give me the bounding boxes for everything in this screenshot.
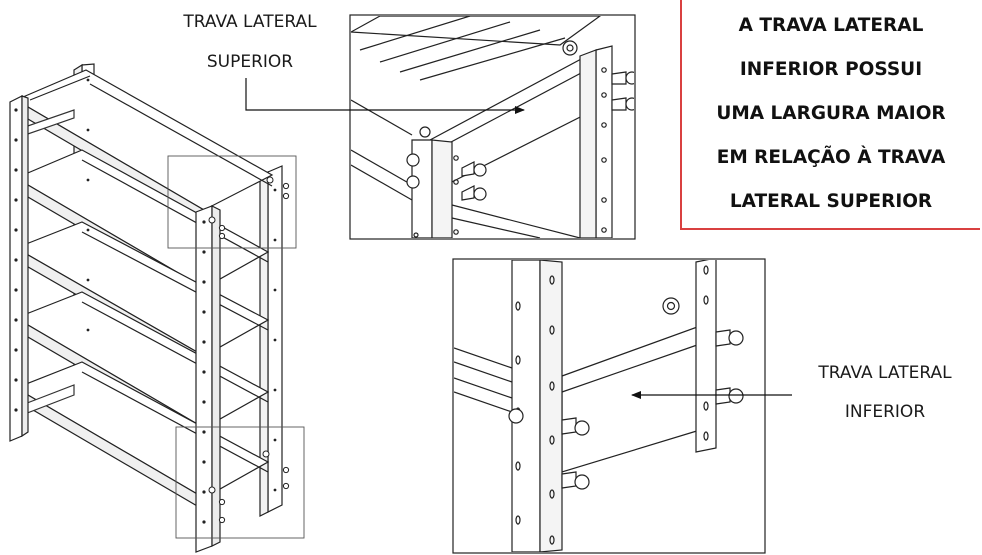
note-line-1: A TRAVA LATERAL [738,15,924,36]
lower-detail-frame [175,426,305,539]
note-line-3: UMA LARGURA MAIOR [716,103,946,124]
shelf-unit-drawing [9,63,305,553]
note-text: A TRAVA LATERAL INFERIOR POSSUI UMA LARG… [716,4,945,224]
upper-detail-frame [167,155,297,249]
upper-label-line1: TRAVA LATERAL [183,12,317,32]
unit-bolts [208,176,290,524]
lower-label-line2: INFERIOR [844,402,926,422]
upright-holes [14,78,277,524]
upper-detail-view [349,14,636,240]
lower-label-line1: TRAVA LATERAL [818,363,952,383]
left-side-braces [21,109,75,416]
upper-label-line2: SUPERIOR [206,52,294,72]
note-line-4: EM RELAÇÃO À TRAVA [716,147,946,168]
lower-detail-view [452,258,766,554]
note-line-2: INFERIOR POSSUI [739,59,923,80]
note-box: A TRAVA LATERAL INFERIOR POSSUI UMA LARG… [680,0,980,230]
upper-label-leader [245,78,525,114]
front-left-upright [9,95,29,442]
note-line-5: LATERAL SUPERIOR [729,191,933,212]
front-right-upright [195,205,221,553]
